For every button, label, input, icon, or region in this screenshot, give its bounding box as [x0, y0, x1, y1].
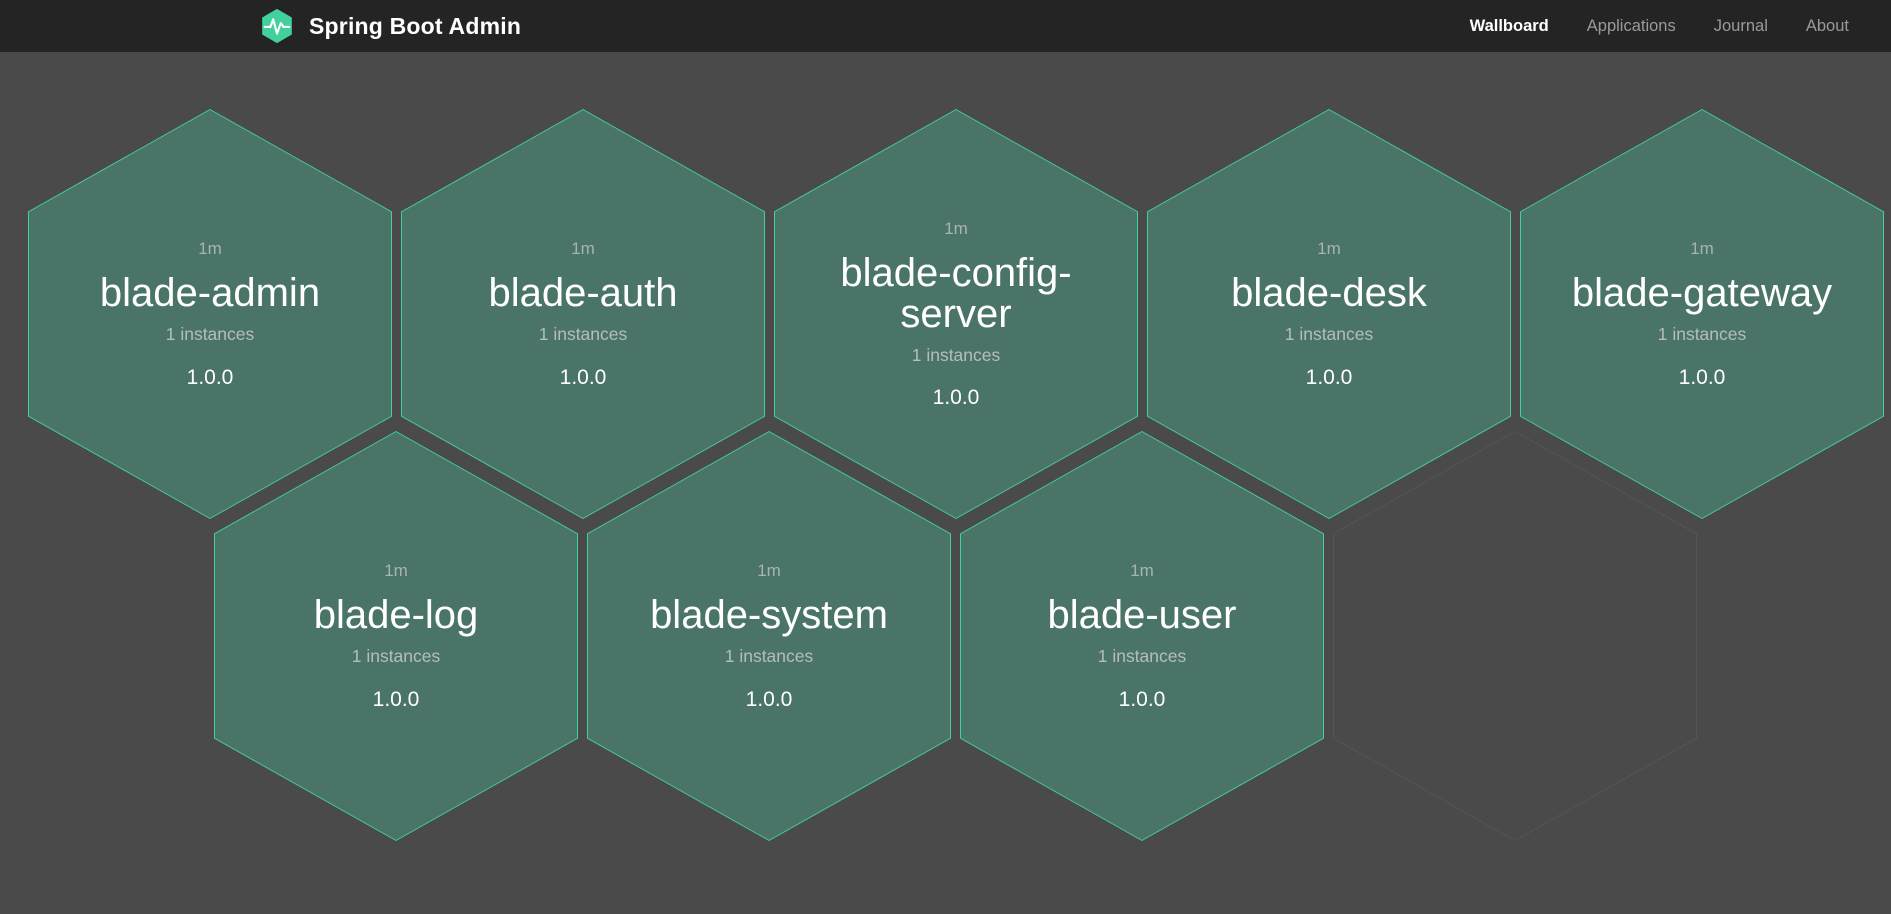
application-name: blade-config-server	[840, 250, 1072, 337]
application-uptime: 1m	[1690, 239, 1714, 259]
application-name: blade-gateway	[1571, 271, 1833, 316]
brand[interactable]: Spring Boot Admin	[258, 7, 521, 45]
application-version: 1.0.0	[932, 386, 980, 410]
application-uptime: 1m	[198, 239, 222, 259]
application-instance-count: 1 instances	[911, 344, 1001, 365]
application-hexagon[interactable]: 1m blade-system 1 instances 1.0.0	[587, 431, 951, 841]
application-hexagon[interactable]: 1m blade-user 1 instances 1.0.0	[960, 431, 1324, 841]
application-hexagon-body: 1m blade-config-server 1 instances 1.0.0	[775, 110, 1137, 518]
application-uptime: 1m	[1130, 561, 1154, 581]
nav-link-wallboard[interactable]: Wallboard	[1469, 16, 1549, 35]
application-instance-count: 1 instances	[724, 646, 814, 667]
application-version: 1.0.0	[1305, 365, 1353, 389]
top-navbar: Spring Boot Admin Wallboard Applications…	[0, 0, 1891, 52]
empty-hexagon-body	[1334, 432, 1696, 840]
application-instance-count: 1 instances	[351, 646, 441, 667]
application-name: blade-auth	[488, 271, 678, 316]
application-hexagon[interactable]: 1m blade-log 1 instances 1.0.0	[214, 431, 578, 841]
application-version: 1.0.0	[186, 365, 234, 389]
brand-title: Spring Boot Admin	[309, 12, 522, 39]
application-version: 1.0.0	[559, 365, 607, 389]
heartbeat-hexagon-icon	[258, 7, 296, 45]
application-version: 1.0.0	[1678, 365, 1726, 389]
application-hexagon-body: 1m blade-desk 1 instances 1.0.0	[1148, 110, 1510, 518]
application-hexagon-body: 1m blade-admin 1 instances 1.0.0	[29, 110, 391, 518]
application-uptime: 1m	[944, 218, 968, 238]
empty-hexagon-slot	[1333, 431, 1697, 841]
application-hexagon[interactable]: 1m blade-config-server 1 instances 1.0.0	[774, 109, 1138, 519]
application-hexagon[interactable]: 1m blade-admin 1 instances 1.0.0	[28, 109, 392, 519]
nav-link-about[interactable]: About	[1805, 16, 1849, 35]
wallboard-grid: 1m blade-admin 1 instances 1.0.0 1m blade-aut…	[0, 52, 1891, 914]
application-hexagon[interactable]: 1m blade-desk 1 instances 1.0.0	[1147, 109, 1511, 519]
nav-link-applications[interactable]: Applications	[1586, 16, 1676, 35]
application-uptime: 1m	[1317, 239, 1341, 259]
application-hexagon-body: 1m blade-auth 1 instances 1.0.0	[402, 110, 764, 518]
application-name: blade-admin	[99, 271, 321, 316]
nav-links: Wallboard Applications Journal About	[1470, 17, 1849, 36]
application-name: blade-desk	[1231, 271, 1427, 316]
application-hexagon[interactable]: 1m blade-gateway 1 instances 1.0.0	[1520, 109, 1884, 519]
application-uptime: 1m	[571, 239, 595, 259]
application-hexagon-body: 1m blade-gateway 1 instances 1.0.0	[1521, 110, 1883, 518]
application-hexagon-body: 1m blade-system 1 instances 1.0.0	[588, 432, 950, 840]
application-instance-count: 1 instances	[165, 324, 255, 345]
application-name: blade-user	[1047, 593, 1237, 638]
application-name: blade-log	[313, 593, 479, 638]
application-version: 1.0.0	[1118, 687, 1166, 711]
application-hexagon-body: 1m blade-user 1 instances 1.0.0	[961, 432, 1323, 840]
application-version: 1.0.0	[372, 687, 420, 711]
application-name: blade-system	[650, 593, 888, 638]
application-uptime: 1m	[384, 561, 408, 581]
application-version: 1.0.0	[745, 687, 793, 711]
application-instance-count: 1 instances	[1097, 646, 1187, 667]
application-hexagon-body: 1m blade-log 1 instances 1.0.0	[215, 432, 577, 840]
application-instance-count: 1 instances	[1657, 324, 1747, 345]
application-instance-count: 1 instances	[1284, 324, 1374, 345]
application-hexagon[interactable]: 1m blade-auth 1 instances 1.0.0	[401, 109, 765, 519]
application-uptime: 1m	[757, 561, 781, 581]
nav-link-journal[interactable]: Journal	[1713, 16, 1768, 35]
application-instance-count: 1 instances	[538, 324, 628, 345]
